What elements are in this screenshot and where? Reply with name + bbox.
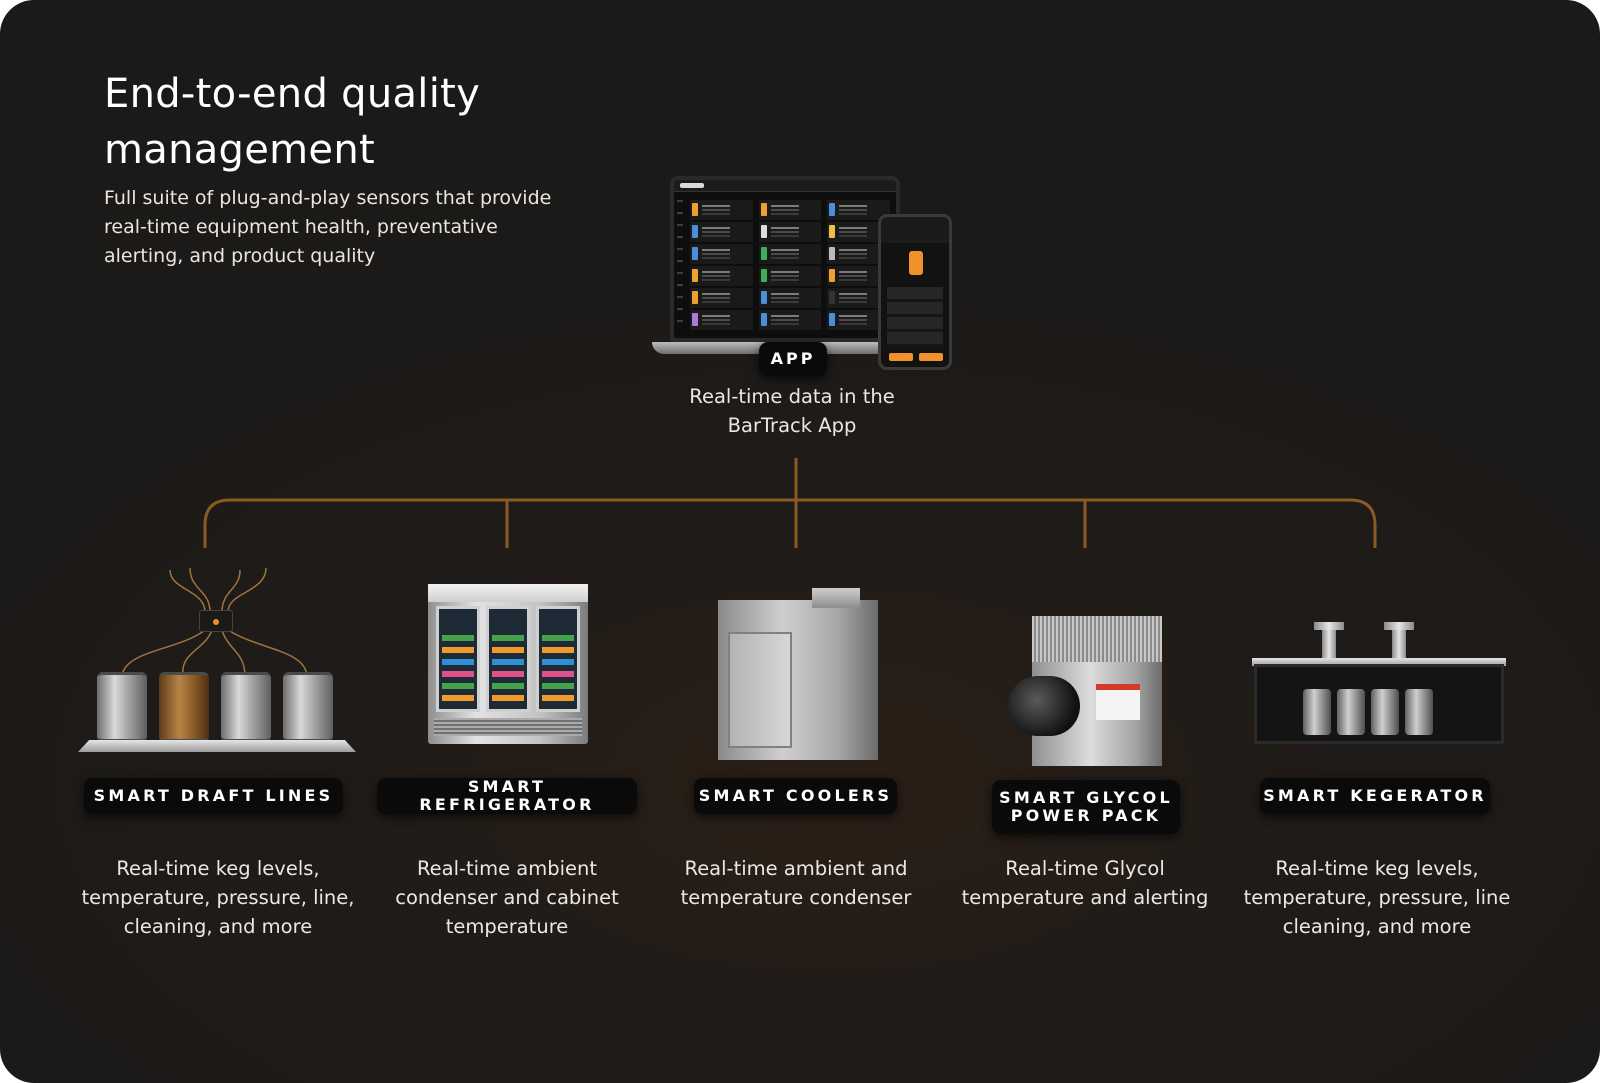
app-description: Real-time data in the BarTrack App [689,385,895,437]
laptop-screen [670,176,900,342]
page-title: End-to-end quality management [104,71,481,173]
smart-draft-lines-label: SMART DRAFT LINES [84,778,343,814]
smart-kegerator-description: Real-time keg levels, temperature, press… [1243,857,1511,938]
sensor-hub [199,610,233,632]
smart-coolers-label: SMART COOLERS [694,778,897,814]
smart-draft-lines-description: Real-time keg levels, temperature, press… [81,857,355,938]
cooler-icon [718,588,878,760]
connector-bus [203,498,1377,548]
smart-glycol-power-pack-label: SMART GLYCOL POWER PACK [992,780,1180,834]
smart-refrigerator-label: SMART REFRIGERATOR [377,778,637,814]
page-subtitle: Full suite of plug-and-play sensors that… [104,187,552,267]
smart-refrigerator-description: Real-time ambient condenser and cabinet … [395,857,619,938]
app-label: APP [759,342,827,376]
phone-icon [878,214,952,370]
smart-coolers-description: Real-time ambient and temperature conden… [680,857,912,909]
smart-kegerator-label: SMART KEGERATOR [1260,778,1490,814]
refrigerator-icon [428,584,588,744]
smart-glycol-power-pack-description: Real-time Glycol temperature and alertin… [961,857,1209,909]
glycol-pump-icon [1008,616,1162,766]
